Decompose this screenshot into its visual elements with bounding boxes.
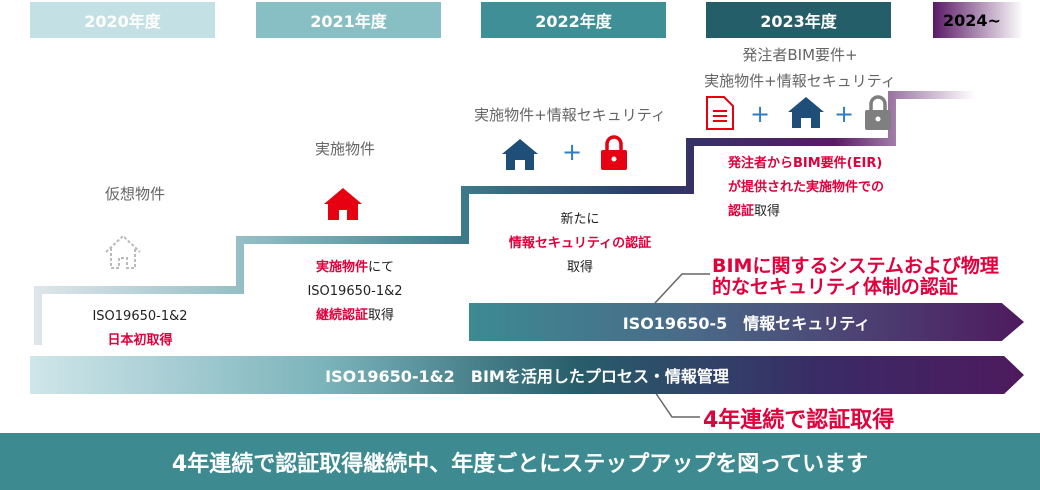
step-2022-note-3: 取得: [566, 260, 593, 275]
step-2023-title-1: 発注者BIM要件+: [742, 46, 858, 64]
step-2021-note-rest2: 取得: [368, 308, 395, 323]
step-2020-title: 仮想物件: [104, 185, 165, 203]
arrow-iso19650-1-2-label: ISO19650-1&2 BIMを活用したプロセス・情報管理: [325, 367, 729, 386]
step-2021-note-red: 実施物件: [315, 260, 368, 275]
plus-sign: +: [834, 100, 855, 128]
house-outline-icon: [105, 234, 141, 269]
year-2024: 2024~: [933, 2, 1023, 38]
step-2023-note-2: が提供された実施物件での: [728, 180, 885, 195]
year-2020: 2020年度: [30, 2, 215, 38]
footer-banner: 4年連続で認証取得継続中、年度ごとにステップアップを図っています: [0, 433, 1040, 490]
callout-4-years: 4年連続で認証取得: [703, 408, 895, 433]
step-2020-note-1: ISO19650-1&2: [92, 309, 188, 324]
step-2023-title-2: 実施物件+情報セキュリティ: [704, 72, 896, 90]
year-2022: 2022年度: [481, 2, 666, 38]
step-2022-title: 実施物件+情報セキュリティ: [474, 106, 666, 124]
year-2023: 2023年度: [706, 2, 891, 38]
step-2022-note-1: 新たに: [560, 212, 600, 227]
step-2021-title: 実施物件: [314, 140, 375, 158]
step-2020-note-2: 日本初取得: [107, 333, 173, 348]
callout-security-1: BIMに関するシステムおよび物理: [712, 255, 999, 277]
plus-sign: +: [562, 138, 583, 166]
house-navy-icon: [788, 97, 824, 128]
lock-red-icon: [601, 135, 627, 170]
document-red-icon: [706, 96, 734, 130]
house-navy-icon: [502, 139, 538, 170]
callout-security-2: 的なセキュリティ体制の認証: [712, 276, 958, 298]
arrow-iso19650-5: ISO19650-5 情報セキュリティ: [469, 303, 1024, 341]
step-2021-note-red2: 継続認証: [315, 308, 368, 323]
step-2023-note-rest3: 取得: [754, 204, 781, 219]
step-2021-note-2: ISO19650-1&2: [307, 284, 403, 299]
year-2021: 2021年度: [256, 2, 441, 38]
lock-gray-icon: [865, 95, 891, 130]
plus-sign: +: [750, 100, 771, 128]
house-red-icon: [324, 188, 362, 220]
step-2023-note-red3: 認証: [728, 204, 755, 219]
arrow-iso19650-1-2: ISO19650-1&2 BIMを活用したプロセス・情報管理: [30, 356, 1024, 394]
step-2023-note-1: 発注者からBIM要件(EIR): [728, 156, 883, 171]
step-2022-note-red: 情報セキュリティの認証: [508, 236, 652, 251]
arrow-iso19650-5-label: ISO19650-5 情報セキュリティ: [622, 314, 871, 333]
step-2021-note-rest: にて: [368, 260, 395, 275]
